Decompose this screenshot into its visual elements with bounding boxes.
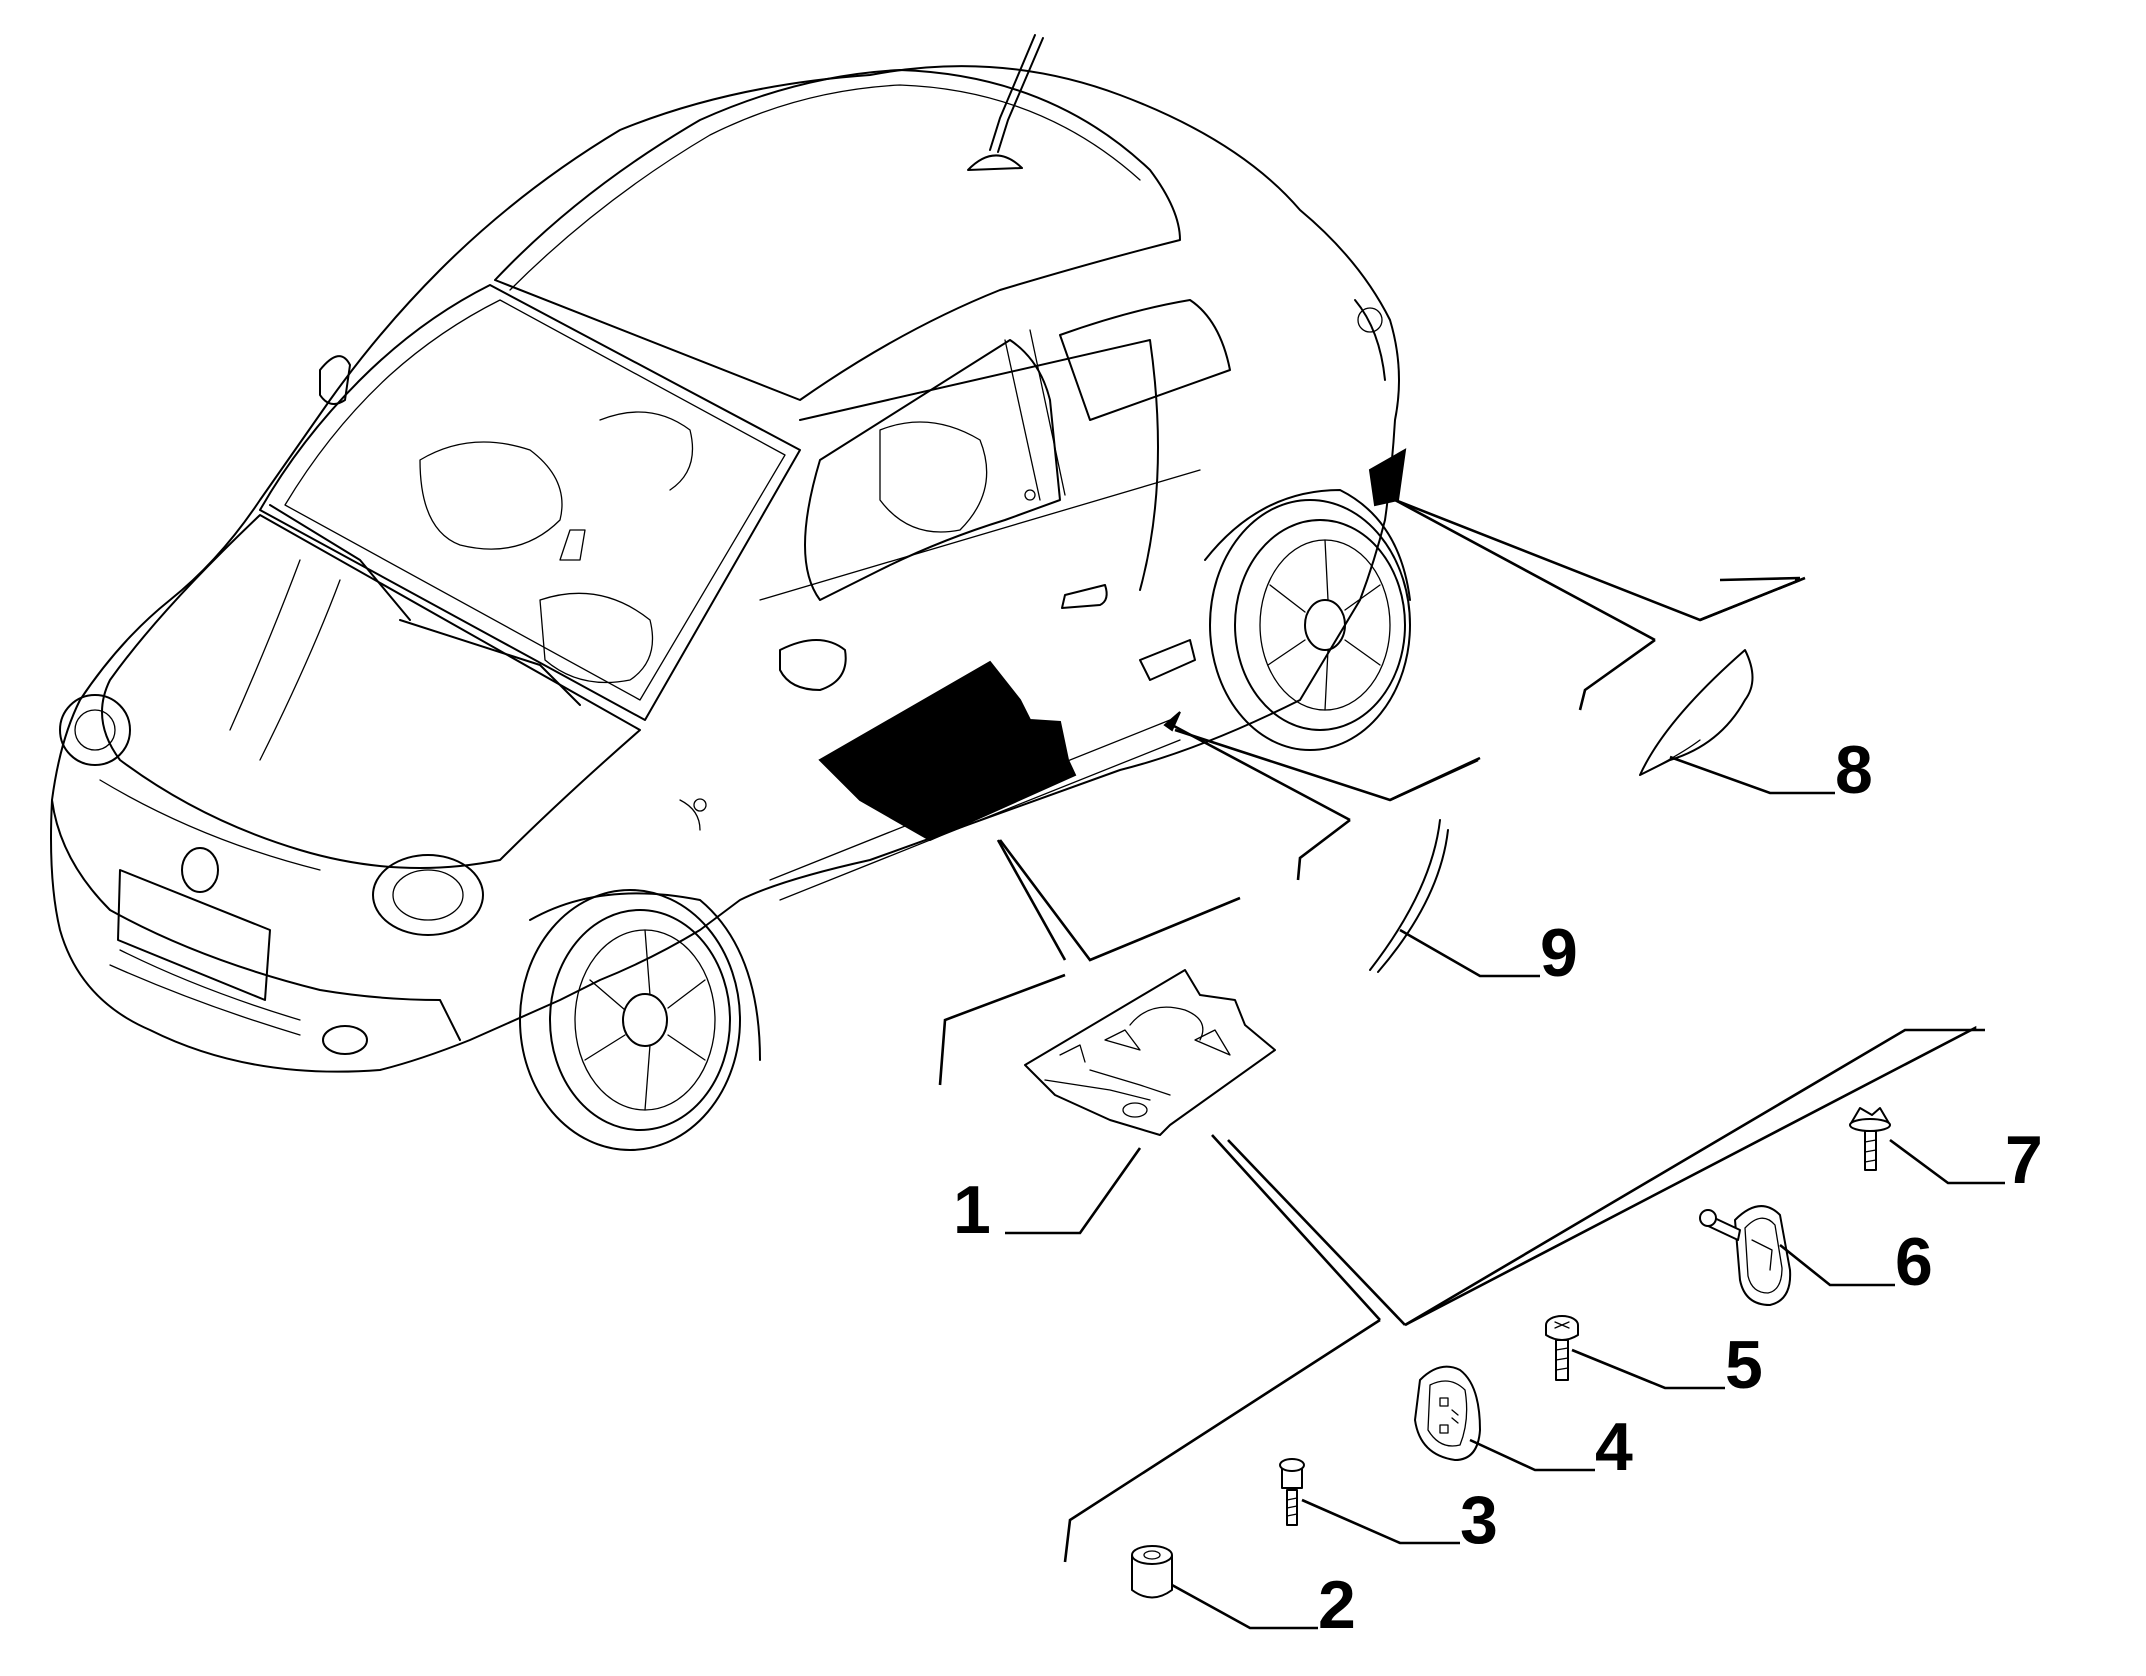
car-illustration <box>50 34 1411 1151</box>
part-8-arch-flap <box>1639 649 1754 776</box>
callout-9: 9 <box>1540 915 1578 991</box>
part-3-bolt <box>1279 1458 1305 1526</box>
callout-7: 7 <box>2005 1122 2043 1198</box>
callout-6: 6 <box>1895 1224 1933 1300</box>
front-bumper <box>51 799 461 1041</box>
side-window-front <box>804 339 1061 601</box>
windshield <box>259 284 801 721</box>
part-1-underbody-shield <box>1024 969 1276 1136</box>
part-5-screw <box>1545 1315 1579 1381</box>
callout-3: 3 <box>1460 1482 1498 1558</box>
part-4-clip-plate <box>1414 1365 1481 1461</box>
callout-4: 4 <box>1595 1409 1633 1485</box>
door-handle <box>1061 584 1108 609</box>
antenna <box>967 34 1044 171</box>
mirror-left <box>319 355 351 405</box>
brand-badge <box>181 847 219 893</box>
headlight-right <box>372 854 484 936</box>
rear-wheel <box>1204 489 1411 751</box>
license-plate <box>117 869 271 1001</box>
part-9-strip <box>1369 819 1449 973</box>
front-wheel <box>519 889 761 1151</box>
leader-lines <box>938 498 2005 1630</box>
callout-1: 1 <box>953 1172 991 1248</box>
callout-2: 2 <box>1318 1567 1356 1643</box>
hood <box>101 514 641 869</box>
side-strip-highlight <box>1163 711 1181 732</box>
side-indicator-car <box>1139 639 1196 681</box>
part-2-spacer <box>1131 1545 1173 1599</box>
rear-wheel-arch-highlight <box>1368 448 1407 507</box>
roof <box>494 69 1181 401</box>
part-6-side-indicator <box>1699 1205 1792 1306</box>
callout-8: 8 <box>1835 732 1873 808</box>
side-window-rear <box>1059 299 1231 421</box>
headlight-left <box>59 694 131 766</box>
body-outline <box>50 65 1400 1073</box>
mirror-right <box>779 639 847 691</box>
callout-5: 5 <box>1725 1327 1763 1403</box>
underbody-panel-highlight <box>818 660 1077 842</box>
part-7-fastener <box>1849 1107 1891 1171</box>
fog-light <box>322 1025 368 1055</box>
door-line <box>799 339 1159 591</box>
